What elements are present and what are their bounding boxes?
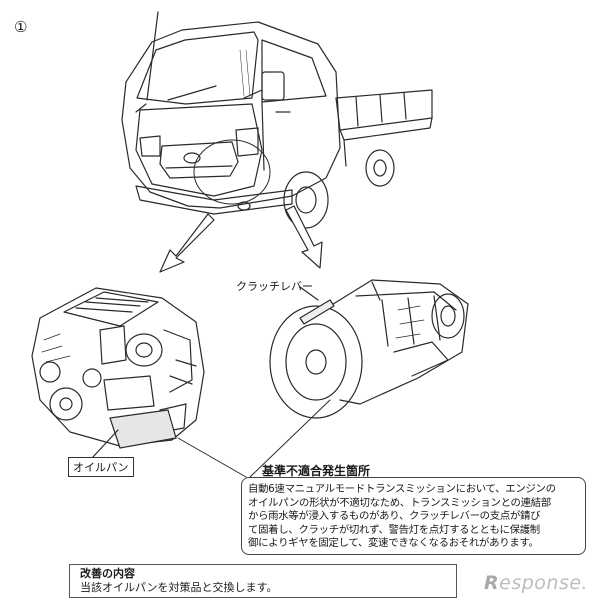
- oil-pan-label: オイルパン: [68, 457, 134, 477]
- callout-lines: [177, 399, 331, 478]
- engine-illustration: [31, 287, 205, 459]
- watermark-initial: R: [484, 572, 500, 594]
- defect-location-title: 基準不適合発生箇所: [262, 464, 371, 478]
- response-watermark-logo: Response.: [484, 572, 588, 594]
- defect-description-text: 自動6速マニュアルモードトランスミッションにおいて、エンジンの オイルパンの形状…: [248, 483, 556, 550]
- clutch-lever-label: クラッチレバー: [236, 280, 313, 293]
- defect-description-box: 自動6速マニュアルモードトランスミッションにおいて、エンジンの オイルパンの形状…: [241, 477, 586, 555]
- improvement-text: 当該オイルパンを対策品と交換します。: [80, 581, 278, 594]
- transmission-illustration: [269, 279, 469, 419]
- watermark-rest: esponse.: [499, 572, 589, 594]
- improvement-box: 改善の内容 当該オイルパンを対策品と交換します。: [69, 564, 457, 598]
- pointer-arrows: [159, 205, 323, 273]
- truck-illustration: [121, 11, 433, 229]
- improvement-title: 改善の内容: [80, 567, 135, 580]
- figure-marker: ①: [14, 18, 28, 36]
